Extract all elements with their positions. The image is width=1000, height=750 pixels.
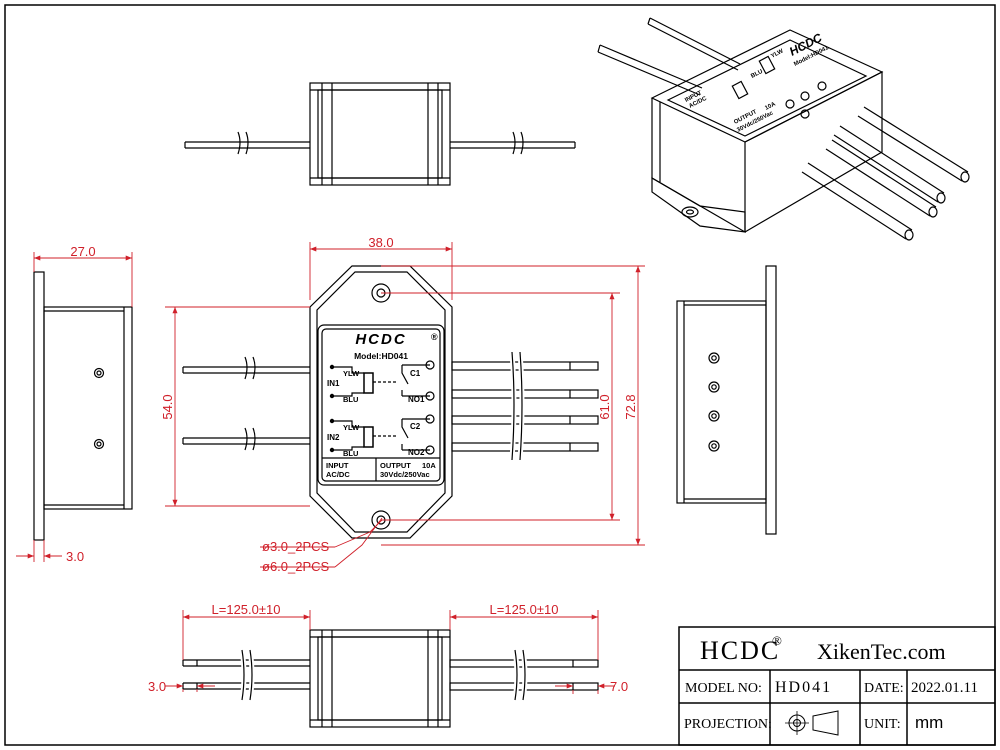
- top-view: [184, 82, 576, 186]
- front-label-text: HCDC Model:HD041 IN1 YLW BLU C1 NO1 IN2 …: [326, 331, 438, 479]
- panel-output-label: OUTPUT: [380, 461, 411, 470]
- tb-model-label: MODEL NO:: [685, 681, 762, 696]
- drawing-border: [4, 4, 996, 746]
- tb-unit-label: UNIT:: [864, 717, 901, 732]
- front-view: [182, 265, 599, 539]
- iso-blu: BLU: [750, 69, 764, 80]
- panel-no1: NO1: [408, 395, 425, 404]
- panel-c1: C1: [410, 369, 421, 378]
- panel-in1: IN1: [327, 379, 340, 388]
- dim-height-inner: 54.0: [160, 394, 175, 419]
- tb-unit-value: mm: [915, 713, 943, 732]
- dimension-lines: [16, 242, 645, 694]
- tb-date-label: DATE:: [864, 681, 904, 696]
- tb-projection-label: PROJECTION:: [684, 717, 772, 732]
- dim-depth: 27.0: [70, 244, 95, 259]
- dim-lead-right: L=125.0±10: [490, 602, 559, 617]
- dim-width: 38.0: [368, 235, 393, 250]
- registered-mark-icon: ®: [431, 332, 438, 342]
- iso-output-current: 10A: [764, 101, 777, 112]
- panel-c2: C2: [410, 422, 421, 431]
- iso-ylw: YLW: [770, 48, 785, 59]
- right-side-view: [676, 265, 777, 535]
- panel-input-label: INPUT: [326, 461, 349, 470]
- dim-lead-left: L=125.0±10: [212, 602, 281, 617]
- tb-registered: ®: [772, 633, 782, 648]
- isometric-view: [597, 17, 970, 241]
- panel-input-type: AC/DC: [326, 470, 350, 479]
- panel-blu2: BLU: [343, 449, 358, 458]
- tb-model-value: HD041: [775, 679, 832, 696]
- left-side-view: [33, 271, 133, 541]
- dimension-labels: 38.0 54.0 61.0 72.8 27.0 3.0 ø3.0_2PCS ø…: [66, 235, 638, 694]
- panel-output-current: 10A: [422, 461, 436, 470]
- dim-hole-small: ø3.0_2PCS: [262, 539, 330, 554]
- title-block: [678, 626, 996, 746]
- dim-hole-large: ø6.0_2PCS: [262, 559, 330, 574]
- panel-output-rating: 30Vdc/250Vac: [380, 470, 430, 479]
- title-block-text: HCDC ® XikenTec.com MODEL NO: HD041 DATE…: [684, 633, 978, 732]
- dim-overall-height: 72.8: [623, 394, 638, 419]
- tb-brand: HCDC: [700, 636, 780, 665]
- tb-date-value: 2022.01.11: [911, 680, 978, 696]
- bottom-view: [182, 629, 599, 728]
- panel-no2: NO2: [408, 448, 425, 457]
- panel-brand: HCDC: [355, 331, 406, 348]
- panel-in2: IN2: [327, 433, 340, 442]
- dim-wire-offset: 3.0: [148, 679, 166, 694]
- tb-website: XikenTec.com: [817, 639, 946, 664]
- panel-ylw1: YLW: [343, 369, 360, 378]
- dim-hole-spacing: 61.0: [597, 394, 612, 419]
- dim-pin-offset: 7.0: [610, 679, 628, 694]
- panel-ylw2: YLW: [343, 423, 360, 432]
- dim-flange: 3.0: [66, 549, 84, 564]
- panel-model: Model:HD041: [354, 351, 408, 361]
- panel-blu1: BLU: [343, 395, 358, 404]
